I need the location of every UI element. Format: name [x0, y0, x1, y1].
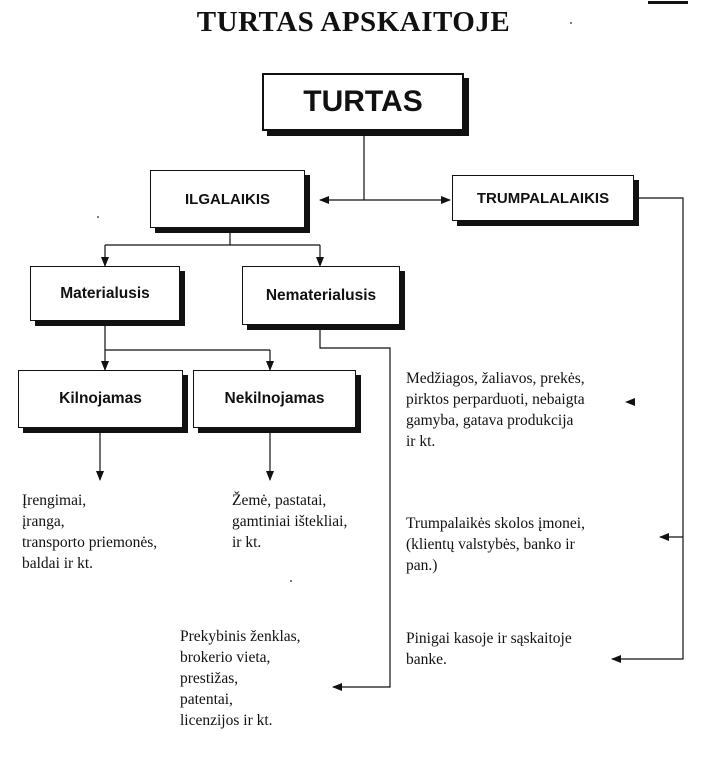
- nekilnojamas-examples: Žemė, pastatai, gamtiniai ištekliai, ir …: [232, 490, 347, 553]
- turtas-box: TURTAS: [262, 73, 464, 131]
- short-term-cash: Pinigai kasoje ir sąskaitoje banke.: [406, 628, 572, 670]
- materialusis-box: Materialusis: [30, 266, 180, 321]
- scan-speck: [570, 22, 572, 24]
- cash-line: Pinigai kasoje ir sąskaitoje: [406, 630, 572, 647]
- nematerialusis-example-line: brokerio vieta,: [180, 649, 271, 666]
- nematerialusis-example-line: Prekybinis ženklas,: [180, 628, 301, 645]
- inventory-line: ir kt.: [406, 433, 436, 450]
- inventory-line: pirktos perparduoti, nebaigta: [406, 391, 585, 408]
- inventory-line: Medžiagos, žaliavos, prekės,: [406, 370, 585, 387]
- debts-line: Trumpalaikės skolos įmonei,: [406, 515, 585, 532]
- nekilnojamas-example-line: gamtiniai ištekliai,: [232, 513, 348, 530]
- inventory-line: gamyba, gatava produkcija: [406, 412, 574, 429]
- nematerialusis-example-line: licenzijos ir kt.: [180, 712, 273, 729]
- short-term-inventory: Medžiagos, žaliavos, prekės, pirktos per…: [406, 368, 585, 452]
- cash-line: banke.: [406, 651, 447, 668]
- kilnojamas-box: Kilnojamas: [18, 370, 183, 428]
- page-title: TURTAS APSKAITOJE: [196, 6, 511, 38]
- kilnojamas-example-line: baldai ir kt.: [22, 555, 94, 572]
- inventory-pointer-arrow: [625, 398, 635, 406]
- debts-line: pan.): [406, 557, 438, 574]
- trumpalalaikis-box: TRUMPALALAIKIS: [452, 175, 634, 221]
- nematerialusis-examples-arrow: [319, 325, 391, 691]
- scan-speck: [97, 216, 99, 218]
- nekilnojamas-example-line: Žemė, pastatai,: [232, 492, 327, 509]
- kilnojamas-example-line: Įrengimai,: [22, 492, 87, 509]
- scan-speck: [290, 580, 292, 582]
- ilgalaikis-box: ILGALAIKIS: [150, 170, 305, 228]
- corner-mark: [648, 1, 688, 4]
- debts-line: (klientų valstybės, banko ir: [406, 536, 575, 553]
- nematerialusis-examples: Prekybinis ženklas, brokerio vieta, pres…: [180, 626, 301, 731]
- nekilnojamas-example-line: ir kt.: [232, 534, 262, 551]
- nematerialusis-example-line: prestižas,: [180, 670, 239, 687]
- nematerialusis-example-line: patentai,: [180, 691, 233, 708]
- nekilnojamas-box: Nekilnojamas: [193, 370, 356, 428]
- kilnojamas-example-line: įranga,: [22, 513, 65, 530]
- short-term-debts: Trumpalaikės skolos įmonei, (klientų val…: [406, 513, 585, 576]
- kilnojamas-example-line: transporto priemonės,: [22, 534, 158, 551]
- trumpalalaikis-cash-arrow: [611, 197, 684, 663]
- kilnojamas-examples: Įrengimai, įranga, transporto priemonės,…: [22, 490, 157, 574]
- nematerialusis-box: Nematerialusis: [242, 266, 400, 325]
